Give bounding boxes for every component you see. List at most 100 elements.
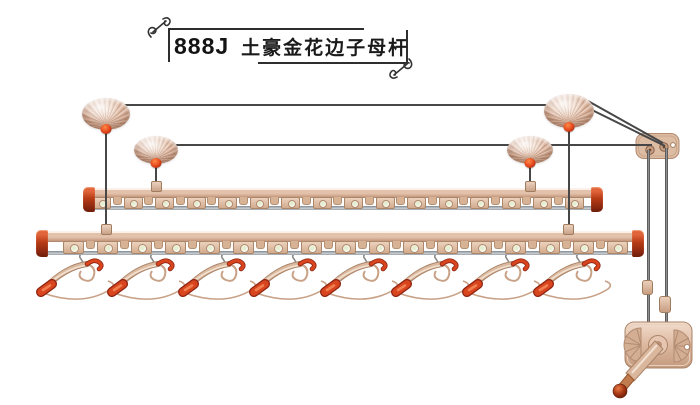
dome-red-nub — [150, 158, 162, 168]
lace-clip — [333, 197, 343, 205]
lace-block — [533, 197, 552, 209]
rod-hole — [274, 244, 283, 253]
wire-connector-tab — [563, 224, 574, 235]
lace-clip — [392, 241, 401, 249]
lace-block — [97, 241, 118, 254]
lace-clip — [596, 241, 605, 249]
lace-block — [301, 241, 322, 254]
rod-hole — [580, 244, 589, 253]
lace-block — [375, 197, 395, 209]
lace-clip — [427, 197, 437, 205]
rod-top-rail — [41, 231, 639, 242]
dome-red-nub — [563, 122, 575, 132]
rod-hole — [376, 244, 385, 253]
hand-crank-winder — [612, 321, 693, 399]
lace-block — [471, 241, 492, 254]
rod-hole — [410, 244, 419, 253]
rod-hole — [240, 244, 249, 253]
rod-hole — [512, 244, 521, 253]
rod-hole — [70, 244, 79, 253]
ceiling-cable — [172, 144, 652, 146]
lace-block — [123, 197, 143, 209]
lace-clip — [426, 241, 435, 249]
rod-hole — [546, 244, 555, 253]
rod-hole — [224, 200, 233, 208]
rod-hole — [287, 200, 296, 208]
lace-block — [437, 241, 458, 254]
title-bracket-line — [406, 30, 408, 64]
bottom-rod — [36, 230, 644, 257]
lifting-wire — [568, 118, 570, 233]
lifting-wire — [155, 156, 157, 188]
lace-clip — [86, 241, 95, 249]
rod-hole — [319, 200, 327, 208]
lace-block — [218, 197, 237, 209]
dome-red-nub — [524, 158, 536, 168]
ceiling-mount-dome — [134, 136, 178, 168]
lace-clip — [301, 197, 311, 205]
rod-hole — [308, 244, 317, 253]
rod-hole — [382, 200, 390, 208]
lace-block — [403, 241, 424, 254]
lace-block — [539, 241, 560, 254]
title-block: 888J 土豪金花边子母杆 — [146, 17, 416, 79]
lace-clip — [364, 197, 374, 205]
lace-block — [501, 197, 521, 209]
lace-clip — [396, 197, 406, 205]
title-bracket-line — [258, 62, 408, 64]
lace-block — [505, 241, 526, 254]
rod-hole — [130, 200, 138, 208]
lace-clip — [358, 241, 367, 249]
rod-hole — [571, 200, 579, 208]
winder-cable — [647, 150, 650, 330]
lace-clip — [222, 241, 231, 249]
ceiling-mount-dome — [544, 94, 594, 132]
lace-clip — [120, 241, 129, 249]
screw-hole-icon — [670, 142, 676, 148]
lace-block — [199, 241, 220, 254]
lace-clip — [112, 197, 122, 205]
rod-hole — [172, 244, 181, 253]
rod-hole — [342, 244, 351, 253]
rod-hole — [508, 200, 516, 208]
rod-hole — [476, 200, 485, 208]
wire-connector-tab — [101, 224, 112, 235]
ceiling-mount-dome — [507, 136, 553, 168]
ceiling-cable — [124, 104, 548, 106]
lace-block — [573, 241, 594, 254]
wire-connector-tab — [525, 181, 536, 192]
lace-clip — [490, 197, 500, 205]
winder-cable — [665, 148, 668, 330]
screw-hole-icon — [683, 343, 691, 351]
rod-hole — [614, 244, 623, 253]
cable-tensioner — [659, 296, 671, 313]
dome-red-nub — [100, 124, 112, 134]
lace-block — [267, 241, 288, 254]
rod-hole — [206, 244, 215, 253]
lace-clip — [154, 241, 163, 249]
lace-block — [281, 197, 300, 209]
lace-clip — [144, 197, 154, 205]
lace-clip — [522, 197, 532, 205]
lace-block — [344, 197, 363, 209]
lace-block — [249, 197, 269, 209]
lace-block — [63, 241, 84, 254]
ceiling-mount-dome — [82, 98, 130, 134]
flourish-icon — [389, 58, 413, 79]
corner-pulley-bracket — [635, 133, 680, 159]
lace-clip — [460, 241, 469, 249]
title-bracket-line — [168, 28, 170, 62]
cable-tensioner — [642, 280, 653, 295]
lace-block — [438, 197, 458, 209]
rod-end-cap — [591, 187, 603, 212]
lace-block — [470, 197, 489, 209]
lace-block — [335, 241, 356, 254]
rod-hole — [478, 244, 487, 253]
wire-connector-tab — [151, 181, 162, 192]
top-rod — [83, 187, 603, 212]
lace-clip — [562, 241, 571, 249]
lace-clip — [494, 241, 503, 249]
lace-clip — [459, 197, 469, 205]
rod-end-cap — [36, 230, 48, 257]
